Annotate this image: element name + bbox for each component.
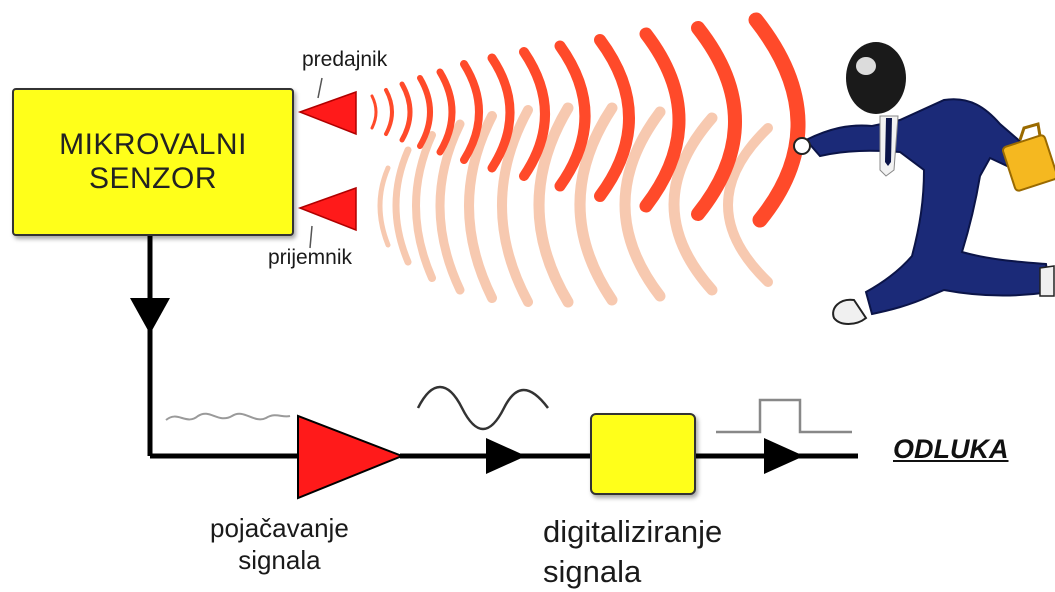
decision-label: ODLUKA: [893, 434, 1009, 464]
amplifier-icon: [297, 414, 405, 500]
digitizer-box: [590, 413, 696, 495]
down-arrow-icon: [130, 298, 170, 334]
arrow-right-icon: [764, 438, 804, 474]
transmitter-label: predajnik: [302, 48, 388, 71]
amplification-label: pojačavanje signala: [210, 512, 349, 576]
sensor-title-line1: MIKROVALNI: [59, 128, 247, 161]
reflected-waves: [377, 102, 773, 308]
receiver-leader: [309, 225, 313, 249]
amplification-label-line2: signala: [238, 545, 321, 575]
digitization-label-line1: digitaliziranje: [543, 514, 723, 549]
digitization-label: digitaliziranje signala: [543, 512, 722, 592]
digitization-label-line2: signala: [543, 554, 642, 589]
microwave-sensor-box: MIKROVALNI SENZOR: [12, 88, 294, 236]
running-man-icon: [793, 42, 1055, 325]
receiver-label: prijemnik: [268, 246, 353, 269]
amplification-label-line1: pojačavanje: [210, 513, 349, 543]
weak-signal-icon: [165, 412, 291, 421]
arrow-right-icon: [486, 438, 526, 474]
sensor-title-line2: SENZOR: [88, 162, 217, 195]
sine-wave-icon: [416, 386, 549, 430]
square-pulse-icon: [716, 398, 852, 434]
transmitter-icon: [297, 90, 357, 136]
transmitter-leader: [317, 77, 323, 99]
transmitted-waves: [370, 12, 806, 228]
receiver-icon: [297, 186, 357, 232]
